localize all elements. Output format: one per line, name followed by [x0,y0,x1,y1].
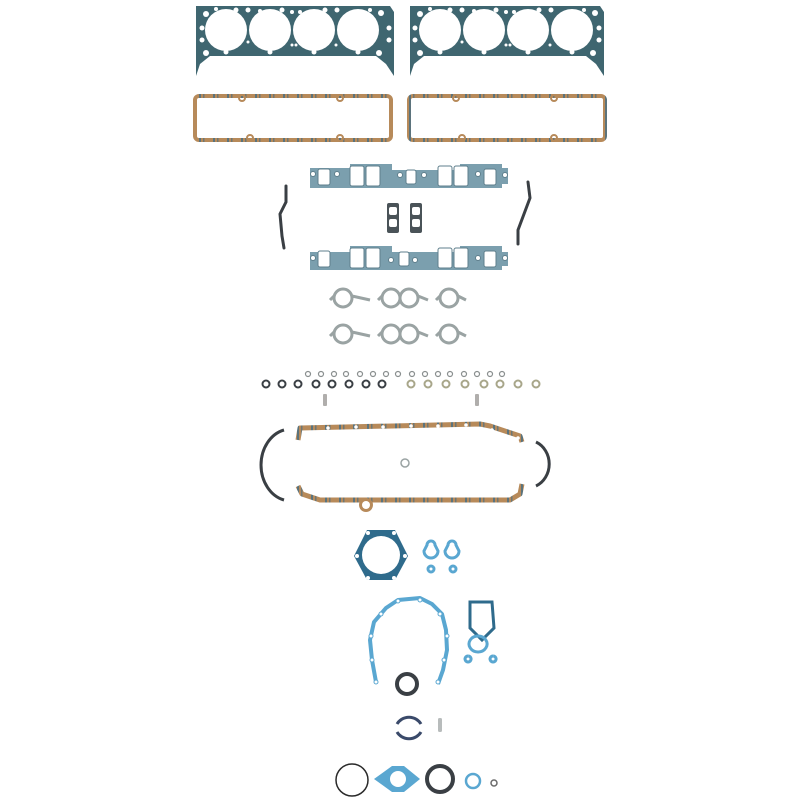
fuel-pump-gaskets [463,600,498,664]
distributor-seal [425,764,455,794]
rear-main-seal-halves [395,715,423,741]
intake-manifold-gasket-upper [310,164,508,188]
thermostat-gasket [374,766,420,792]
intake-end-seals [278,180,532,250]
water-outlet-gaskets [422,539,461,574]
port-gaskets-small [387,203,422,233]
oil-pan-gasket-upper [295,421,525,443]
oil-pan-gasket-lower [295,483,525,512]
valve-stem-seals-small [304,370,506,378]
water-pump-gasket-hex [354,530,408,580]
oil-pickup-o-ring [400,458,410,468]
head-gasket-left [196,6,394,76]
tiny-seal [490,779,498,787]
front-crank-seal [395,672,419,696]
valve-cover-gasket-left [193,94,393,142]
rear-main-seal-arcs [259,428,551,502]
exhaust-gaskets [328,287,467,345]
small-o-ring [464,772,482,790]
large-o-ring [335,763,369,797]
dowel-pins [323,394,479,406]
timing-cover-gasket [368,596,450,685]
valve-stem-seals-large [261,379,541,389]
head-gasket-right [410,6,604,76]
valve-cover-gasket-right [407,94,607,142]
timing-pin [438,718,442,732]
intake-manifold-gasket-lower [310,246,508,270]
